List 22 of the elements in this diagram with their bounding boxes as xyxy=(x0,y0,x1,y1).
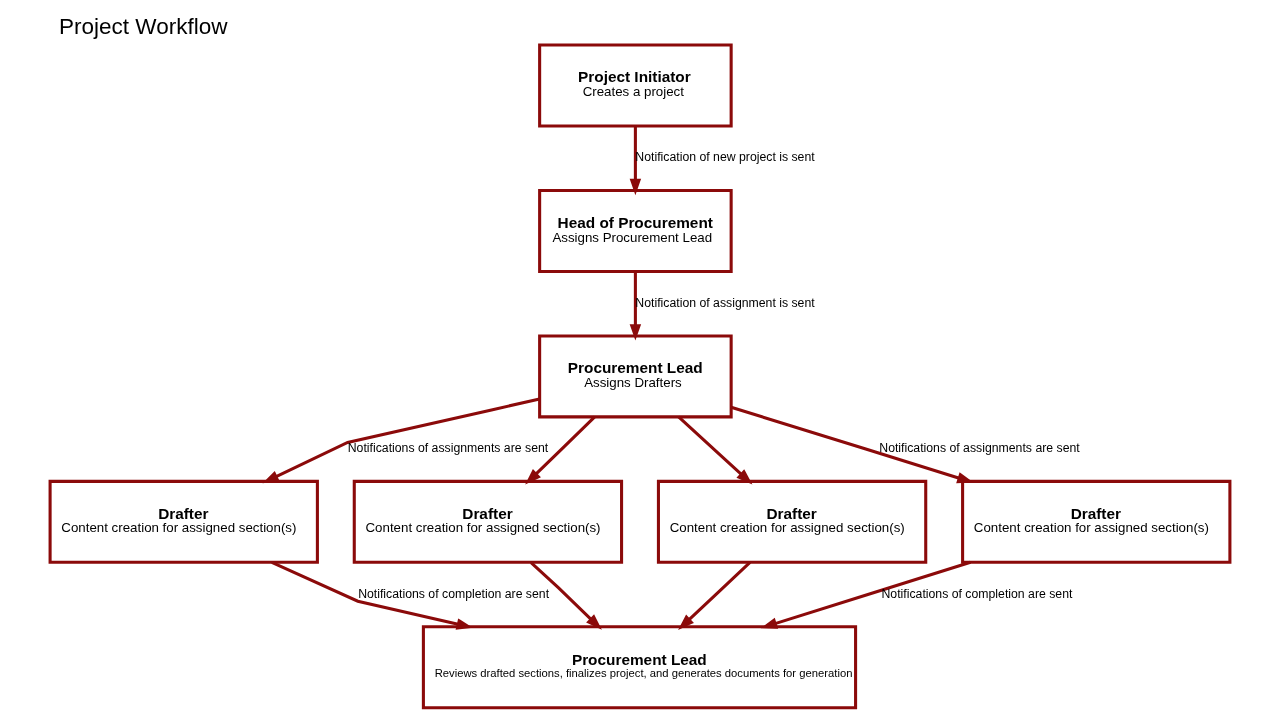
node-box: Drafter Content creation for assigned section(s) xyxy=(656,479,928,564)
diagram-title: Project Workflow xyxy=(59,14,228,40)
node-box: Drafter Content creation for assigned section(s) xyxy=(961,479,1232,564)
arrow xyxy=(271,561,473,630)
node-box: Head of Procurement Assigns Procurement Lead xyxy=(538,188,733,273)
edge-label: Notifications of assignments are sent xyxy=(879,441,1080,456)
node-box: Project Initiator Creates a project xyxy=(538,43,733,128)
node-box: Procurement Lead Assigns Drafters xyxy=(538,334,733,419)
node-box: Drafter Content creation for assigned section(s) xyxy=(48,479,319,564)
arrow xyxy=(629,271,642,341)
arrow xyxy=(678,561,752,630)
arrow xyxy=(629,126,642,196)
edge-label: Notifications of assignments are sent xyxy=(347,441,549,456)
arrow xyxy=(525,415,596,485)
edge-label: Notifications of completion are sent xyxy=(881,586,1073,601)
arrow xyxy=(262,397,540,484)
edge-label: Notifications of completion are sent xyxy=(358,586,550,601)
arrow xyxy=(677,415,753,485)
arrow xyxy=(530,561,602,630)
node-box: Procurement Lead Reviews drafted sections, finalizes project, and generates documents for generation xyxy=(421,625,858,710)
arrow xyxy=(760,560,971,629)
node-box: Drafter Content creation for assigned section(s) xyxy=(352,479,624,564)
